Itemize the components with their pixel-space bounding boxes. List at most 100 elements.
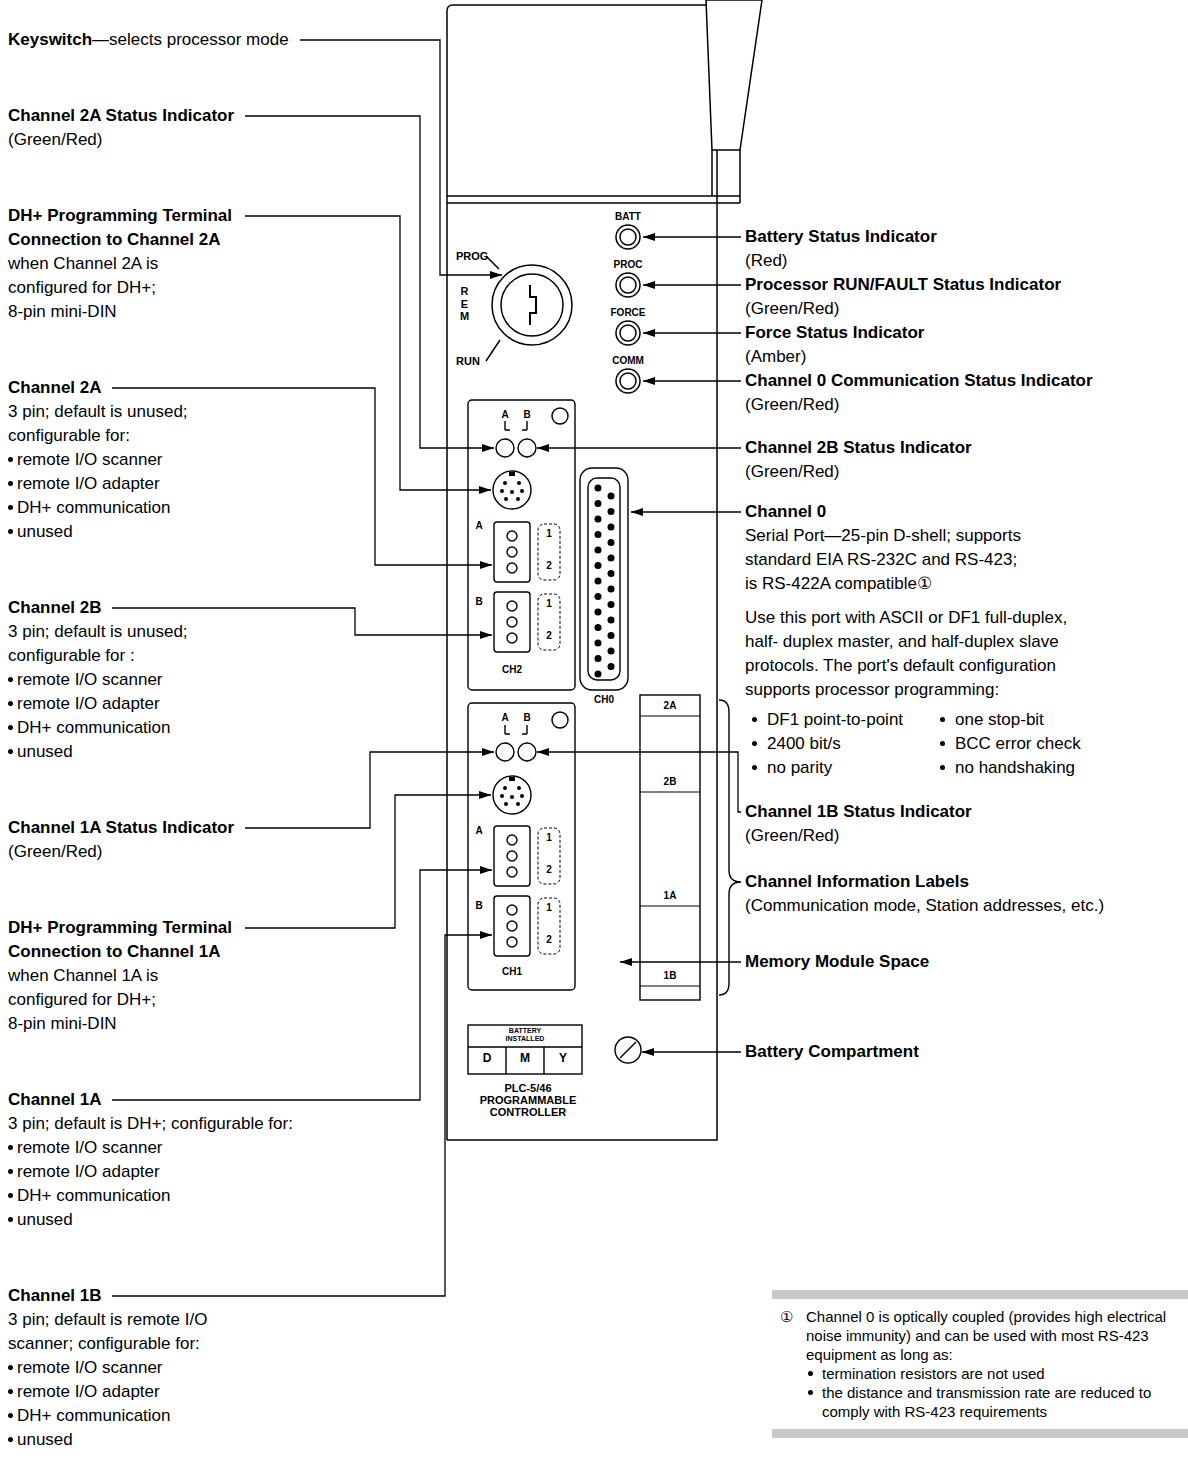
bullet-item: unused — [8, 1208, 73, 1232]
bullet-dot — [752, 765, 757, 770]
callout-text: Serial Port—25-pin D-shell; supports — [745, 524, 1021, 548]
bullet-text: unused — [17, 1430, 73, 1449]
bullet-dot — [808, 1390, 813, 1395]
bullet-item: DH+ communication — [8, 496, 171, 520]
bullet-text: remote I/O scanner — [17, 1138, 163, 1157]
panel-marking: D — [483, 1052, 492, 1065]
bullet-item: unused — [8, 1428, 73, 1452]
callout-text: (Green/Red) — [745, 393, 839, 417]
callout-heading: Processor RUN/FAULT Status Indicator — [745, 273, 1061, 297]
battery-compartment — [468, 1025, 641, 1074]
callout-text: (Amber) — [745, 345, 806, 369]
bullet-dot — [8, 1437, 13, 1442]
panel-marking: CH1 — [502, 966, 522, 977]
bullet-dot — [8, 1413, 13, 1418]
bullet-item: remote I/O scanner — [8, 448, 163, 472]
callout-heading: Channel 2B Status Indicator — [745, 436, 972, 460]
callout-heading: Battery Status Indicator — [745, 225, 937, 249]
callout-text: (Green/Red) — [8, 128, 102, 152]
callout-text: supports processor programming: — [745, 678, 999, 702]
panel-marking: 2 — [546, 934, 552, 945]
bullet-item: unused — [8, 520, 73, 544]
bullet-text: one stop-bit — [955, 710, 1044, 729]
panel-marking: A — [475, 825, 482, 836]
panel-marking: 2B — [664, 776, 677, 787]
channel-2-plate — [468, 400, 575, 690]
bullet-item: remote I/O adapter — [8, 1380, 160, 1404]
bullet-dot — [8, 1365, 13, 1370]
panel-marking: CH2 — [502, 664, 522, 675]
bullet-item: remote I/O adapter — [8, 472, 160, 496]
callout-text: (Green/Red) — [745, 297, 839, 321]
callout-text: (Green/Red) — [8, 840, 102, 864]
bullet-dot — [8, 725, 13, 730]
bullet-text: no handshaking — [955, 758, 1075, 777]
channel-0-dshell — [580, 468, 628, 690]
panel-marking: BATTERY INSTALLED — [495, 1027, 555, 1042]
bullet-text: DH+ communication — [17, 718, 171, 737]
panel-marking: COMM — [612, 355, 644, 366]
bullet-text: remote I/O scanner — [17, 670, 163, 689]
callout-text: (Green/Red) — [745, 460, 839, 484]
callout-text: when Channel 2A is configured for DH+; — [8, 252, 208, 300]
callout-text: (Red) — [745, 249, 788, 273]
callout-text: (Communication mode, Station addresses, … — [745, 894, 1104, 918]
bullet-item: remote I/O adapter — [8, 692, 160, 716]
callout-text: (Green/Red) — [745, 824, 839, 848]
panel-marking: Y — [559, 1052, 567, 1065]
footnote-marker: ① — [780, 1307, 793, 1326]
bullet-dot — [8, 1193, 13, 1198]
bullet-dot — [752, 741, 757, 746]
leader-lines — [112, 40, 741, 1296]
bullet-item: unused — [8, 740, 73, 764]
panel-marking: CH0 — [594, 694, 614, 705]
panel-marking: RUN — [456, 355, 480, 367]
callout-text: when Channel 1A is configured for DH+; — [8, 964, 208, 1012]
callout-text: 8-pin mini-DIN — [8, 300, 117, 324]
bullet-text: remote I/O adapter — [17, 1162, 160, 1181]
callout-text: —selects processor mode — [92, 28, 289, 52]
panel-marking: 2A — [664, 700, 677, 711]
bullet-text: DF1 point-to-point — [767, 710, 903, 729]
callout-text: 3 pin; default is remote I/O scanner; co… — [8, 1308, 223, 1356]
callout-text: Use this port with ASCII or DF1 full-dup… — [745, 606, 1067, 630]
callout-heading: Keyswitch — [8, 28, 92, 52]
callout-heading: Channel Information Labels — [745, 870, 969, 894]
bullet-item: no parity — [752, 756, 832, 780]
channel-1-plate — [468, 703, 575, 990]
label-strip-and-brace — [640, 695, 741, 1000]
bullet-item: DF1 point-to-point — [752, 708, 903, 732]
bullet-text: DH+ communication — [17, 498, 171, 517]
bullet-text: DH+ communication — [17, 1406, 171, 1425]
panel-marking: B — [475, 900, 482, 911]
bullet-dot — [752, 717, 757, 722]
callout-heading: Force Status Indicator — [745, 321, 924, 345]
bullet-text: no parity — [767, 758, 832, 777]
callout-heading: Channel 1B — [8, 1284, 102, 1308]
panel-marking: PROG — [456, 250, 488, 262]
bullet-text: remote I/O scanner — [17, 1358, 163, 1377]
panel-marking: 1 — [546, 598, 552, 609]
callout-heading: Channel 1A — [8, 1088, 102, 1112]
panel-marking: B — [523, 712, 530, 723]
callout-heading: Channel 2A — [8, 376, 102, 400]
bullet-text: remote I/O scanner — [17, 450, 163, 469]
bullet-dot — [940, 765, 945, 770]
bullet-text: remote I/O adapter — [17, 694, 160, 713]
callout-heading: Channel 1A Status Indicator — [8, 816, 234, 840]
panel-marking: 1 — [546, 528, 552, 539]
panel-marking: PROC — [614, 259, 643, 270]
footnote-text: the distance and transmission rate are r… — [822, 1384, 1151, 1420]
bullet-dot — [808, 1371, 813, 1376]
panel-marking: A — [501, 409, 508, 420]
panel-marking: A — [501, 712, 508, 723]
bullet-text: remote I/O adapter — [17, 474, 160, 493]
footnote-text: termination resistors are not used — [822, 1365, 1045, 1382]
callout-text: protocols. The port's default configurat… — [745, 654, 1056, 678]
bullet-item: BCC error check — [940, 732, 1081, 756]
callout-heading: Channel 2B — [8, 596, 102, 620]
panel-marking: 2 — [546, 864, 552, 875]
footnote-bullet: termination resistors are not used — [780, 1364, 1180, 1383]
panel-marking: M — [520, 1052, 530, 1065]
bullet-item: 2400 bit/s — [752, 732, 841, 756]
